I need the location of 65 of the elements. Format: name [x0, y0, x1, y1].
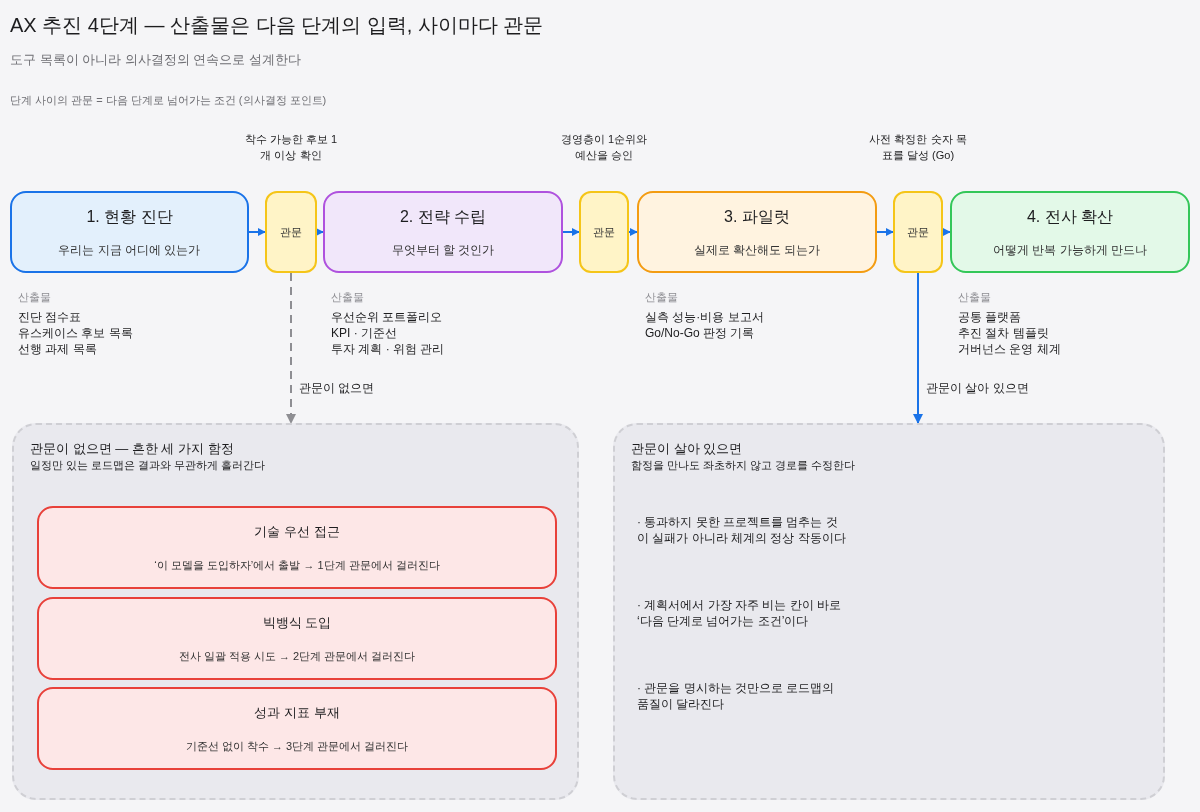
output-item: 유스케이스 후보 목록 [18, 325, 134, 341]
output-heading: 산출물 [645, 290, 679, 305]
stage-box [637, 191, 877, 273]
stage-title: 1. 현황 진단 [86, 207, 173, 227]
stage-question: 무엇부터 할 것인가 [391, 242, 495, 259]
pitfall-title: 성과 지표 부재 [254, 703, 340, 722]
pitfall-box [37, 597, 557, 680]
stage-title: 4. 전사 확산 [1026, 207, 1114, 227]
stage-question: 실제로 확산해도 되는가 [693, 242, 821, 259]
output-item: KPI · 기준선 [331, 325, 398, 341]
gate-condition: 경영층이 1순위와 예산을 승인 [559, 132, 649, 163]
note: 단계 사이의 관문 = 다음 단계로 넘어가는 조건 (의사결정 포인트) [10, 93, 327, 108]
title: AX 추진 4단계 — 산출물은 다음 단계의 입력, 사이마다 관문 [10, 13, 544, 38]
pitfall-description: 전사 일괄 적용 시도 → 2단계 관문에서 걸러진다 [178, 649, 416, 664]
gate-box [579, 191, 629, 273]
panel-title: 관문이 살아 있으면 [631, 440, 743, 458]
panel-note: · 계획서에서 가장 자주 비는 칸이 바로 ‘다음 단계로 넘어가는 조건’이다 [637, 597, 842, 629]
panel-title: 관문이 없으면 — 흔한 세 가지 함정 [30, 440, 234, 458]
arrow [913, 272, 923, 424]
gate-label: 관문 [593, 224, 615, 240]
gate-condition: 사전 확정한 숫자 목표를 달성 (Go) [868, 132, 968, 163]
output-item: Go/No-Go 판정 기록 [645, 325, 756, 341]
output-item: 선행 과제 목록 [18, 341, 98, 357]
output-item: 공통 플랫폼 [958, 309, 1023, 325]
output-heading: 산출물 [18, 290, 52, 305]
pitfall-box [37, 687, 557, 770]
stage-question: 어떻게 반복 가능하게 만드나 [993, 242, 1147, 259]
output-item: 진단 점수표 [18, 309, 83, 325]
gate-label: 관문 [280, 224, 302, 240]
pitfall-description: 기준선 없이 착수 → 3단계 관문에서 걸러진다 [185, 739, 409, 754]
output-item: 거버넌스 운영 체계 [958, 341, 1062, 357]
output-item: 우선순위 포트폴리오 [331, 309, 444, 325]
output-item: 실측 성능·비용 보고서 [645, 309, 765, 325]
gate-box [893, 191, 943, 273]
output-item: 추진 절차 템플릿 [958, 325, 1050, 341]
output-heading: 산출물 [958, 290, 992, 305]
dashed-panel [12, 423, 579, 800]
output-heading: 산출물 [331, 290, 365, 305]
stage-box [10, 191, 249, 273]
pitfall-description: ‘이 모델을 도입하자’에서 출발 → 1단계 관문에서 걸러진다 [154, 558, 440, 573]
arrow [286, 272, 296, 424]
gate-box [265, 191, 317, 273]
stage-title: 3. 파일럿 [724, 207, 790, 227]
panel-note: · 통과하지 못한 프로젝트를 멈추는 것이 실패가 아니라 체계의 정상 작동이다 [637, 514, 847, 546]
output-item: 투자 계획 · 위험 관리 [331, 341, 446, 357]
stage-box [323, 191, 563, 273]
arrow [562, 228, 580, 236]
pitfall-title: 기술 우선 접근 [254, 522, 340, 541]
dashed-panel [613, 423, 1165, 800]
pitfall-title: 빅뱅식 도입 [262, 613, 332, 632]
stage-box [950, 191, 1190, 273]
arrow [315, 228, 324, 236]
arrow [942, 228, 951, 236]
arrow [876, 228, 894, 236]
panel-subtitle: 일정만 있는 로드맵은 결과와 무관하게 흘러간다 [30, 458, 266, 473]
panel-subtitle: 함정을 만나도 좌초하지 않고 경로를 수정한다 [631, 458, 856, 473]
panel-note: · 관문을 명시하는 것만으로 로드맵의 품질이 달라진다 [637, 680, 836, 712]
arrow [248, 228, 266, 236]
subtitle: 도구 목록이 아니라 의사결정의 연속으로 설계한다 [10, 51, 302, 69]
gate-condition: 착수 가능한 후보 1개 이상 확인 [243, 132, 339, 163]
arrow [628, 228, 638, 236]
gate-label: 관문 [907, 224, 929, 240]
stage-question: 우리는 지금 어디에 있는가 [58, 242, 201, 259]
pitfall-box [37, 506, 557, 589]
stage-title: 2. 전략 수립 [399, 207, 487, 227]
